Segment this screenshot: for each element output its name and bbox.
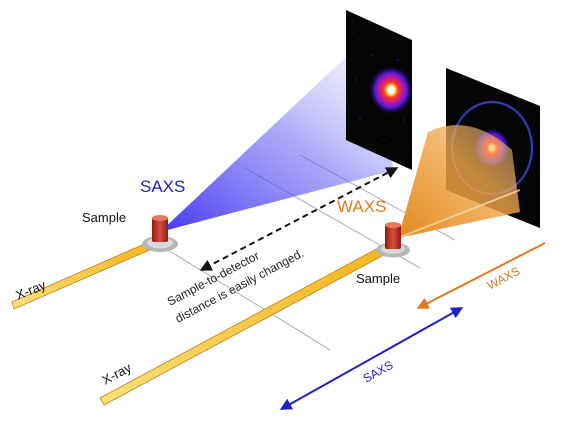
waxs-range-arrow [416, 242, 546, 309]
saxs-title: SAXS [140, 177, 185, 196]
sample-label-left: Sample [82, 210, 126, 225]
saxs-detector [346, 10, 413, 170]
xray-beam-left [11, 237, 162, 310]
distance-arrow [199, 167, 399, 271]
waxs-arrow-label: WAXS [485, 264, 522, 293]
saxs-range-arrow [279, 307, 464, 410]
waxs-scattering-cone [397, 125, 521, 239]
waxs-title: WAXS [337, 197, 386, 216]
sample-holder-left [142, 215, 178, 252]
sample-label-right: Sample [356, 271, 400, 286]
